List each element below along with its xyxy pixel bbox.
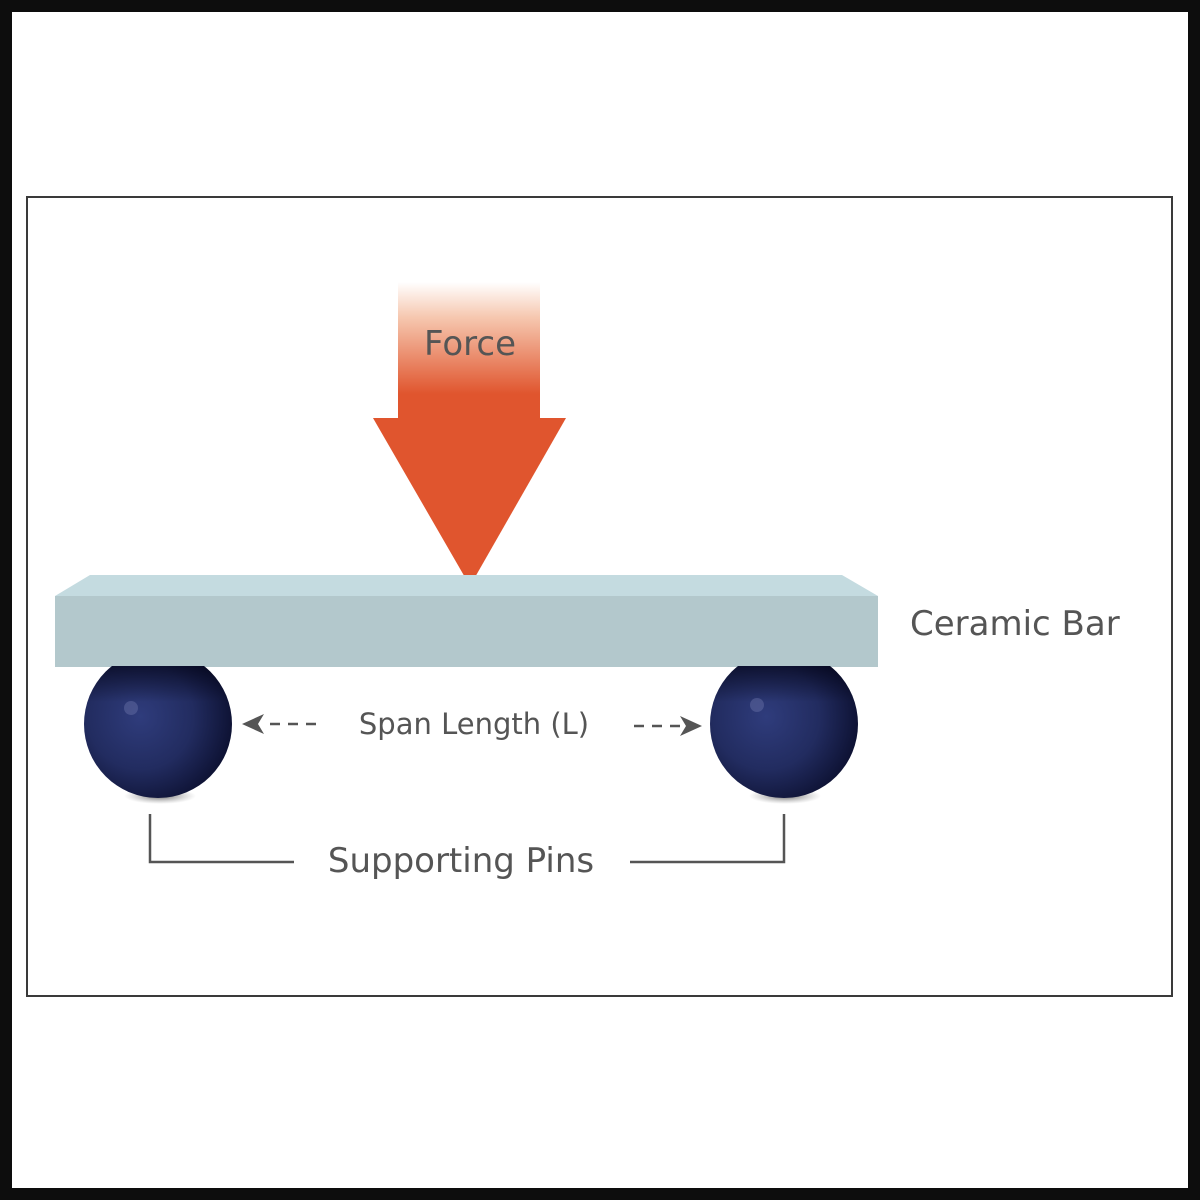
supporting-pins-label: Supporting Pins xyxy=(328,841,594,881)
force-arrow-shaft xyxy=(398,282,540,422)
ceramic-bar-label: Ceramic Bar xyxy=(910,604,1120,644)
bracket-left-line xyxy=(148,814,294,864)
right-support-pin xyxy=(710,666,858,804)
ceramic-bar-top-face xyxy=(55,575,878,596)
span-length-dimension: Span Length (L) xyxy=(242,707,702,741)
supporting-pins-bracket: Supporting Pins xyxy=(148,814,786,881)
span-left-arrowhead-icon xyxy=(242,714,264,734)
force-arrow: Force xyxy=(373,282,566,586)
ceramic-bar: Ceramic Bar xyxy=(55,575,1120,667)
left-support-pin xyxy=(84,666,232,804)
ceramic-bar-front-face xyxy=(55,596,878,667)
span-right-arrowhead-icon xyxy=(680,716,702,736)
left-pin-highlight xyxy=(124,701,138,715)
right-pin-highlight xyxy=(750,698,764,712)
bracket-right-line xyxy=(630,814,786,864)
span-length-label: Span Length (L) xyxy=(359,707,589,741)
force-arrow-head xyxy=(373,418,566,586)
force-label: Force xyxy=(424,324,516,364)
